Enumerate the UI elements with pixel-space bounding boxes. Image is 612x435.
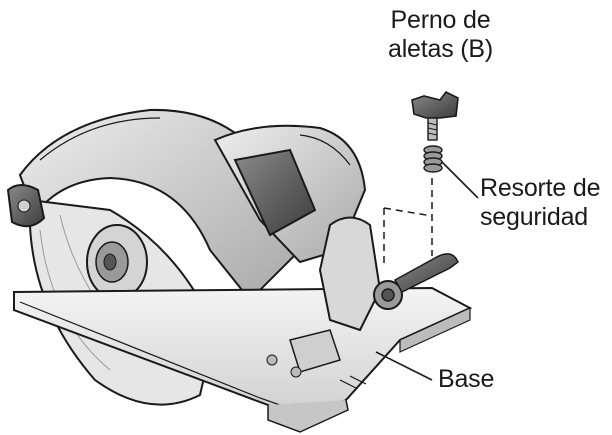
label-safety-spring-line2: seguridad xyxy=(480,203,589,231)
leader-base xyxy=(375,351,433,381)
label-wing-bolt: Perno de aletas (B) xyxy=(388,6,493,64)
label-safety-spring-line1: Resorte de xyxy=(480,174,601,202)
label-wing-bolt-line2: aletas (B) xyxy=(388,35,493,63)
label-wing-bolt-line1: Perno de xyxy=(390,6,491,34)
bevel-bracket xyxy=(266,216,459,378)
leader-safety-spring xyxy=(441,161,479,199)
assembly-guide xyxy=(383,178,433,266)
leader-lines xyxy=(375,161,479,381)
label-safety-spring: Resorte de seguridad xyxy=(480,174,600,232)
label-base: Base xyxy=(438,365,495,393)
blade-arbor xyxy=(86,224,148,300)
safety-spring-icon xyxy=(423,145,443,173)
wing-bolt-icon xyxy=(411,90,459,141)
front-knob xyxy=(6,184,46,228)
